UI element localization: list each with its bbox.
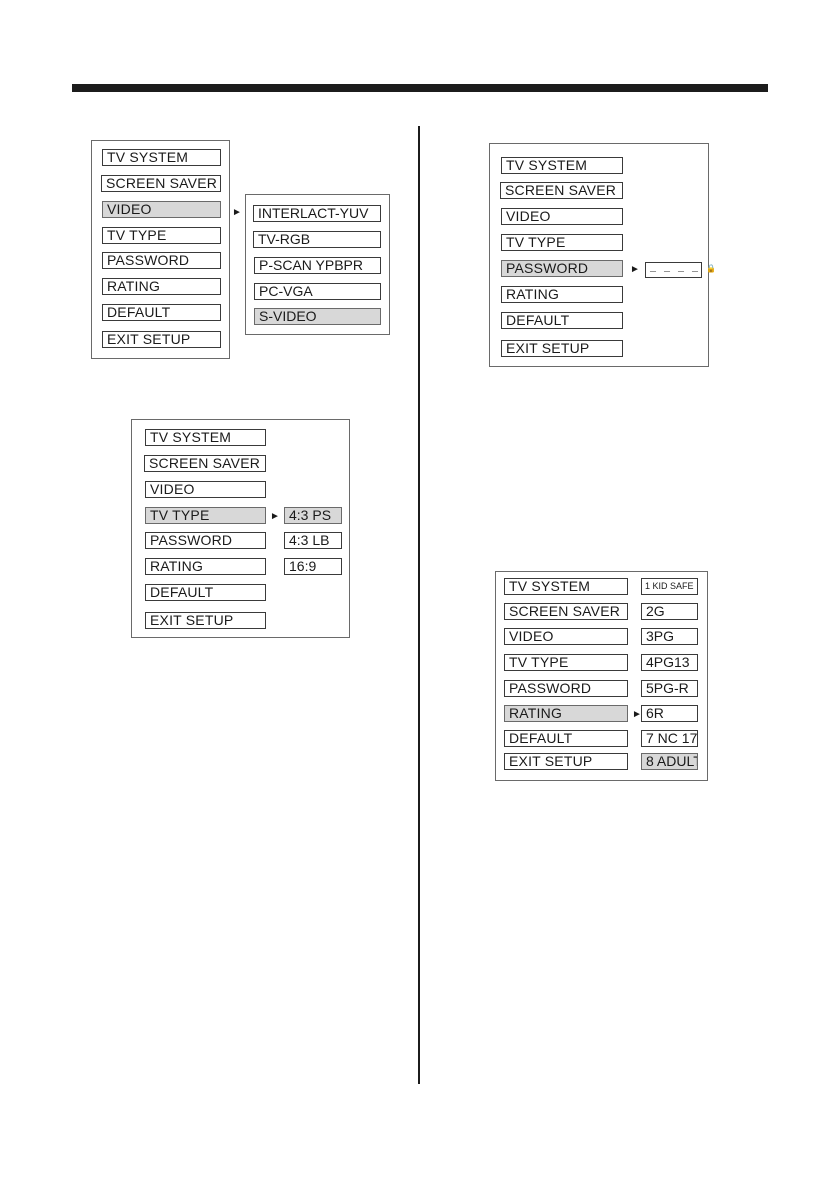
rating-option-4pg13[interactable]: 4PG13 [641,654,698,671]
tv-type-option-16-9[interactable]: 16:9 [284,558,342,575]
menu-item-video[interactable]: VIDEO [504,628,628,645]
rating-option-5pg-r[interactable]: 5PG-R [641,680,698,697]
rating-option-7-nc-17[interactable]: 7 NC 17 [641,730,698,747]
menu-item-video[interactable]: VIDEO [102,201,221,218]
menu-item-password[interactable]: PASSWORD [504,680,628,697]
menu-item-tv-system[interactable]: TV SYSTEM [501,157,623,174]
menu-item-screen-saver[interactable]: SCREEN SAVER [144,455,266,472]
menu-item-exit-setup[interactable]: EXIT SETUP [145,612,266,629]
right-triangle-arrow-icon: ► [630,264,640,275]
right-triangle-arrow-icon: ► [632,709,642,720]
menu-item-video[interactable]: VIDEO [501,208,623,225]
menu-item-tv-system[interactable]: TV SYSTEM [145,429,266,446]
menu-item-video[interactable]: VIDEO [145,481,266,498]
menu-item-screen-saver[interactable]: SCREEN SAVER [504,603,628,620]
menu-item-screen-saver[interactable]: SCREEN SAVER [500,182,623,199]
menu-item-tv-system[interactable]: TV SYSTEM [504,578,628,595]
menu-item-exit-setup[interactable]: EXIT SETUP [504,753,628,770]
menu-item-password[interactable]: PASSWORD [102,252,221,269]
menu-item-rating[interactable]: RATING [145,558,266,575]
rating-option-6r[interactable]: 6R [641,705,698,722]
right-triangle-arrow-icon: ► [270,511,280,522]
video-submenu: INTERLACT-YUV TV-RGB P-SCAN YPBPR PC-VGA… [245,194,390,335]
rating-option-8-adult[interactable]: 8 ADULT [641,753,698,770]
video-option-p-scan-ypbpr[interactable]: P-SCAN YPBPR [254,257,381,274]
tv-type-option-4-3-lb[interactable]: 4:3 LB [284,532,342,549]
password-field[interactable]: _ _ _ _ 🔒 [645,262,716,278]
right-triangle-arrow-icon: ► [232,207,242,218]
column-divider [418,126,420,1084]
menu-item-tv-system[interactable]: TV SYSTEM [102,149,221,166]
menu-item-tv-type[interactable]: TV TYPE [102,227,221,244]
setup-menu-video: TV SYSTEM SCREEN SAVER VIDEO TV TYPE PAS… [91,140,230,359]
menu-item-exit-setup[interactable]: EXIT SETUP [501,340,623,357]
menu-item-password[interactable]: PASSWORD [501,260,623,277]
video-option-tv-rgb[interactable]: TV-RGB [253,231,381,248]
setup-menu-tv-type: TV SYSTEM SCREEN SAVER VIDEO TV TYPE PAS… [131,419,350,638]
setup-menu-password: TV SYSTEM SCREEN SAVER VIDEO TV TYPE PAS… [489,143,716,367]
video-option-pc-vga[interactable]: PC-VGA [254,283,381,300]
password-dashes: _ _ _ _ [650,264,700,275]
menu-item-tv-type[interactable]: TV TYPE [145,507,266,524]
menu-item-password[interactable]: PASSWORD [145,532,266,549]
lock-icon: 🔒 [706,265,717,274]
setup-menu-rating: TV SYSTEM SCREEN SAVER VIDEO TV TYPE PAS… [495,571,708,781]
tv-type-option-4-3-ps[interactable]: 4:3 PS [284,507,342,524]
menu-item-screen-saver[interactable]: SCREEN SAVER [101,175,221,192]
menu-item-default[interactable]: DEFAULT [504,730,628,747]
rating-option-2g[interactable]: 2G [641,603,698,620]
video-option-interlact-yuv[interactable]: INTERLACT-YUV [253,205,381,222]
video-option-s-video[interactable]: S-VIDEO [254,308,381,325]
header-rule [72,84,768,92]
menu-item-rating[interactable]: RATING [102,278,221,295]
menu-item-exit-setup[interactable]: EXIT SETUP [102,331,221,348]
menu-item-rating[interactable]: RATING [501,286,623,303]
rating-option-3pg[interactable]: 3PG [641,628,698,645]
menu-item-default[interactable]: DEFAULT [501,312,623,329]
menu-item-tv-type[interactable]: TV TYPE [501,234,623,251]
menu-item-default[interactable]: DEFAULT [145,584,266,601]
menu-item-tv-type[interactable]: TV TYPE [504,654,628,671]
menu-item-rating[interactable]: RATING [504,705,628,722]
menu-item-default[interactable]: DEFAULT [102,304,221,321]
rating-option-1-kid-safe[interactable]: 1 KID SAFE [641,578,698,595]
